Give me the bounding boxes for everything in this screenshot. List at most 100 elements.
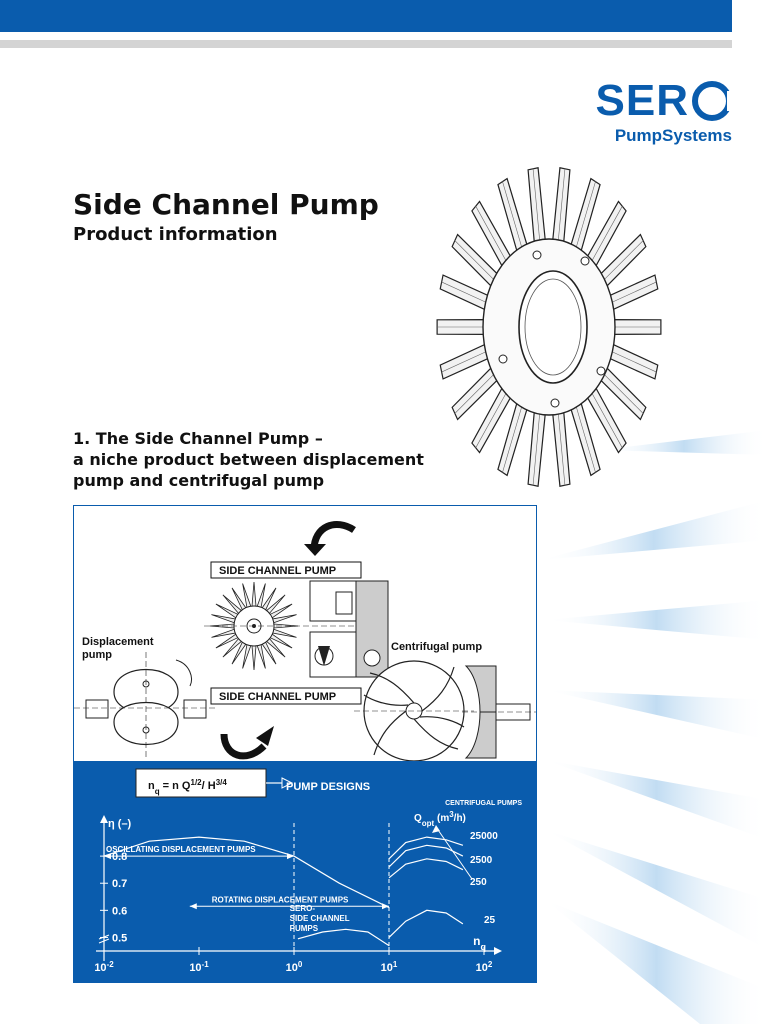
impeller-blade-rib	[600, 240, 644, 283]
y-axis-break	[98, 938, 110, 944]
centrifugal-series-label-25: 25	[484, 915, 496, 926]
logo-subtitle: PumpSystems	[614, 126, 732, 145]
formula-n-sub: q	[155, 787, 160, 796]
side-channel-blade	[251, 581, 257, 607]
side-channel-chart-label-2: SIDE CHANNEL	[290, 914, 350, 923]
series-line-4	[388, 844, 464, 868]
impeller-blade-rib	[441, 349, 490, 373]
impeller-blade-rib	[441, 281, 490, 305]
y-tick-label: 0.8	[112, 851, 127, 863]
arrow-head-bottom-icon	[256, 726, 274, 746]
formula-arrow-head-icon	[281, 777, 294, 789]
impeller-blade-rib	[454, 371, 498, 414]
section-line-3: pump and centrifugal pump	[73, 471, 325, 490]
impeller-blade-rib	[589, 205, 623, 266]
y-axis-arrow-icon	[100, 815, 108, 823]
series-line-5	[388, 858, 464, 879]
formula-n: n	[148, 780, 155, 792]
impeller-illustration	[436, 167, 662, 487]
formula-text: nq = n Q1/2/ H3/4	[148, 778, 227, 796]
x-tick-label: 100	[286, 960, 303, 975]
efficiency-chart-panel: nq = n Q1/2/ H3/4 PUMP DESIGNS η (–) 0.8…	[74, 761, 536, 982]
formula-h-exp: 3/4	[216, 778, 228, 787]
impeller-blade-rib	[532, 408, 541, 486]
centrifugal-series-label-25000: 25000	[470, 831, 498, 842]
impeller-blade-rib	[475, 205, 509, 266]
efficiency-chart: nq = n Q1/2/ H3/4 PUMP DESIGNS η (–) 0.8…	[94, 768, 522, 975]
section-line-1: 1. The Side Channel Pump –	[73, 429, 323, 448]
impeller-blade-rib	[557, 408, 566, 486]
logo-ring-icon	[692, 81, 735, 121]
centrifugal-pump-drawing	[354, 660, 474, 762]
side-channel-section	[309, 580, 389, 678]
range-arrow-left-icon	[189, 903, 197, 910]
q-opt-pointer	[435, 826, 473, 880]
pump-schematics: SIDE CHANNEL PUMP SIDE CHANNEL PUMP Disp…	[74, 521, 536, 762]
side-channel-blade	[256, 644, 266, 669]
centrifugal-series-label-2500: 2500	[470, 855, 493, 866]
side-channel-blade	[242, 644, 252, 669]
header-stripe	[0, 40, 732, 48]
impeller-blade-rib	[502, 181, 524, 253]
impeller-blade-rib	[475, 388, 509, 449]
x-tick-label: 10-2	[94, 960, 114, 975]
side-channel-label-box-top	[210, 561, 362, 579]
header-bar	[0, 0, 732, 32]
centrifugal-chart-title: CENTRIFUGAL PUMPS	[445, 800, 522, 807]
arrow-head-top-icon	[304, 544, 326, 556]
side-channel-blade	[211, 628, 236, 638]
impeller-blade-rib	[600, 371, 644, 414]
side-channel-blade	[272, 614, 297, 624]
centrifugal-series-label-250: 250	[470, 877, 487, 888]
x-axis-arrow-icon	[494, 947, 502, 955]
impeller-blade-rib	[574, 181, 596, 253]
centrifugal-label: Centrifugal pump	[391, 641, 482, 653]
displacement-label-1: Displacement	[82, 636, 154, 648]
sero-logo: SER PumpSystems	[595, 76, 735, 146]
range-label-rotating: ROTATING DISPLACEMENT PUMPS	[212, 895, 349, 904]
displacement-label-2: pump	[82, 649, 112, 661]
series-line-1	[103, 836, 390, 909]
section-line-2: a niche product between displacement	[73, 450, 424, 469]
page-title: Side Channel Pump	[73, 188, 379, 221]
logo-word: SER	[595, 76, 689, 125]
side-channel-label-top: SIDE CHANNEL PUMP	[219, 565, 336, 577]
side-channel-blade	[272, 628, 297, 638]
impeller-blade-rib	[502, 401, 524, 473]
displacement-pump-drawing	[74, 652, 218, 760]
rotation-arrow-bottom-icon	[220, 733, 267, 760]
side-channel-blade	[256, 583, 266, 608]
pump-designs-label: PUMP DESIGNS	[286, 781, 370, 793]
formula-mid: = n Q	[160, 780, 191, 792]
pump-comparison-figure: SIDE CHANNEL PUMP SIDE CHANNEL PUMP Disp…	[73, 505, 537, 983]
impeller-blade-rib	[557, 168, 566, 246]
side-channel-chart-label-1: SERO-	[290, 904, 316, 913]
section-heading: 1. The Side Channel Pump – a niche produ…	[73, 428, 424, 491]
impeller-blade-rib	[608, 349, 657, 373]
q-opt-label: Qopt (m3/h)	[414, 810, 466, 828]
side-channel-label-bottom: SIDE CHANNEL PUMP	[219, 691, 336, 703]
y-tick-label: 0.7	[112, 878, 127, 890]
rotation-arrow-top-icon	[310, 521, 356, 551]
x-tick-label: 101	[381, 960, 398, 975]
x-tick-label: 10-1	[189, 960, 209, 975]
side-channel-blade	[251, 645, 257, 671]
y-tick-label: 0.6	[112, 905, 127, 917]
side-channel-chart-label-3: PUMPS	[290, 924, 319, 933]
page-subtitle: Product information	[73, 224, 278, 245]
y-tick-label: 0.5	[112, 932, 127, 944]
formula-q-exp: 1/2	[191, 778, 203, 787]
series-line-3	[388, 836, 464, 860]
x-axis-label: nq	[473, 934, 486, 952]
side-channel-blade	[211, 614, 236, 624]
x-tick-label: 102	[476, 960, 493, 975]
y-axis-label: η (–)	[108, 818, 132, 830]
centrifugal-section-drawing	[462, 665, 536, 759]
series-line-6	[388, 909, 464, 938]
side-channel-label-box-bottom	[210, 687, 362, 705]
series-line-2	[297, 928, 390, 947]
range-label-oscillating: OSCILLATING DISPLACEMENT PUMPS	[106, 845, 256, 854]
impeller-blade-rib	[589, 388, 623, 449]
impeller-blade-rib	[532, 168, 541, 246]
